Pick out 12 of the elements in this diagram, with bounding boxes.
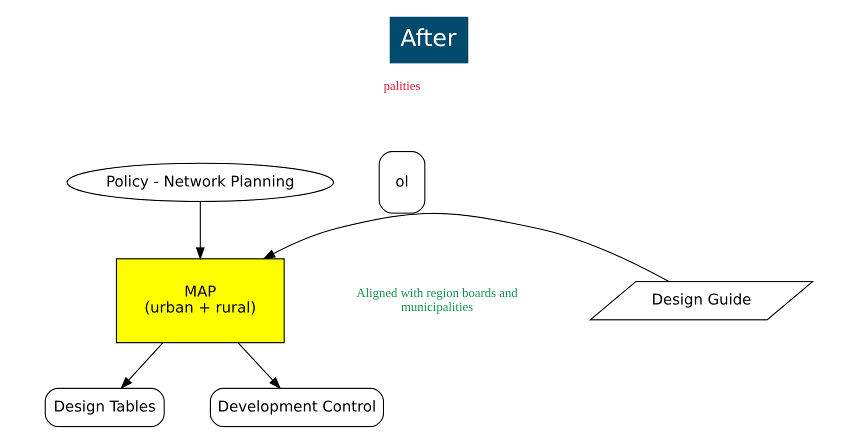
node-box: Design Tables bbox=[44, 388, 164, 428]
arrow bbox=[195, 202, 204, 260]
node-ellipse: Policy - Network Planning bbox=[66, 162, 334, 202]
arrow bbox=[237, 342, 281, 390]
arrow bbox=[120, 342, 163, 390]
node-box: Development Control bbox=[209, 388, 384, 428]
label: palities bbox=[383, 79, 420, 94]
diagram-title: After bbox=[400, 24, 456, 52]
label: Aligned with region boards and municipalities bbox=[356, 286, 518, 314]
node-box: MAP (urban + rural) bbox=[115, 258, 284, 344]
node-box: ol bbox=[378, 151, 425, 214]
arrow bbox=[262, 212, 669, 282]
